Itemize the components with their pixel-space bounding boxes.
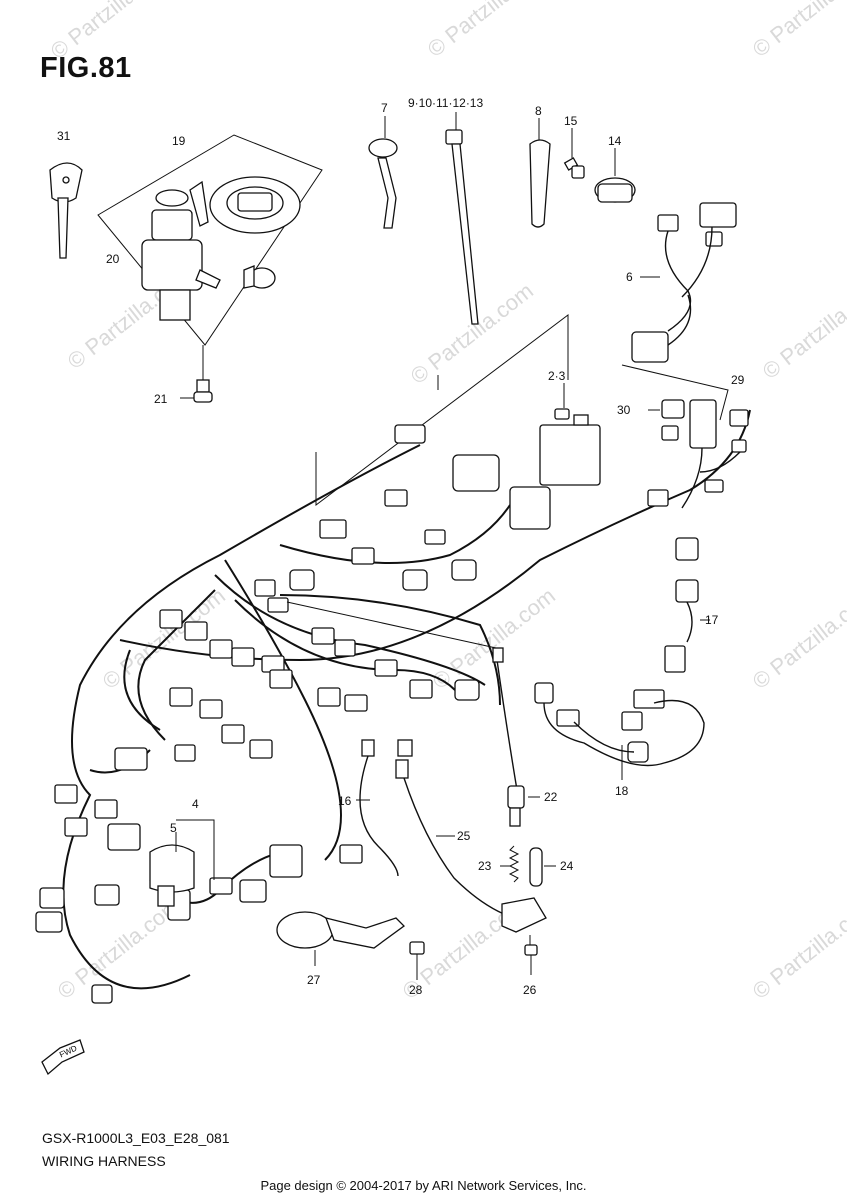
watermark-repeat: © Partzilla.com [423,0,555,62]
callout-4: 4 [192,797,199,811]
callout-20: 20 [106,252,120,266]
spring-23 [500,845,520,883]
bolt-15 [563,128,585,179]
clamp-14 [594,148,636,203]
seat-lock [243,265,276,289]
callout-8: 8 [535,104,542,118]
callout-18: 18 [615,784,629,798]
callout-24: 24 [560,859,574,873]
watermark-repeat: © Partzilla.com [53,893,185,1004]
harness-25 [395,739,515,919]
ignition-cylinder-20 [141,180,221,321]
watermark-repeat: © Partzilla.com [428,583,560,694]
sub-harness-18 [534,682,705,780]
fuse-2-3 [554,383,570,420]
watermark-repeat: © Partzilla.com [748,893,847,1004]
callout-27: 27 [307,973,321,987]
callout-6: 6 [626,270,633,284]
callout-29: 29 [731,373,745,387]
callout-21: 21 [154,392,168,406]
sub-harness-17 [664,579,710,673]
callout-23: 23 [478,859,492,873]
sub-harness-6 [631,202,737,363]
callout-14: 14 [608,134,622,148]
model-code: GSX-R1000L3_E03_E28_081 [42,1130,230,1146]
callout-15: 15 [564,114,578,128]
cable-tie-9-13 [445,112,479,325]
callout-31: 31 [57,129,71,143]
bolt-21 [180,345,213,403]
connector-29 [681,399,749,509]
clamp-7 [368,116,398,229]
bolt-28 [409,941,425,980]
fwd-arrow-icon: FWD [41,1039,85,1076]
footer-copyright: Page design © 2004-2017 by ARI Network S… [260,1178,587,1193]
callouts: 31 19 20 21 7 9·10·11·12·13 8 15 14 6 2·… [57,96,745,997]
connector-30 [648,399,685,441]
watermark-repeat: © Partzilla.com [748,0,847,62]
fuel-cap [209,176,301,234]
main-wiring-harness [35,409,751,1004]
figure-name: WIRING HARNESS [42,1153,166,1169]
watermark-repeat: © Partzilla.com [46,0,178,64]
callout-5: 5 [170,821,177,835]
switch-26 [501,897,547,975]
callout-9-13: 9·10·11·12·13 [408,96,483,110]
callout-26: 26 [523,983,537,997]
watermark-repeat: © Partzilla.com [98,583,230,694]
leader-frame [315,313,569,507]
cover-5 [149,832,195,907]
sensor-22 [286,601,540,827]
callout-22: 22 [544,790,558,804]
sleeve-24 [529,847,556,887]
callout-28: 28 [409,983,423,997]
ignition-switch-set-19 [49,134,323,346]
key-31 [49,162,83,259]
callout-17: 17 [705,613,719,627]
leader-4 [176,819,215,880]
callout-2-3: 2·3 [548,369,566,383]
callout-7: 7 [381,101,388,115]
watermark-repeat: © Partzilla.com [748,583,847,694]
watermark-repeat: © Partzilla.com [758,273,847,384]
callout-19: 19 [172,134,186,148]
harness-16 [356,739,399,877]
bracket-27 [276,911,405,966]
figure-title: FIG.81 [40,52,132,84]
callout-30: 30 [617,403,631,417]
clamp-8 [529,118,551,228]
callout-25: 25 [457,829,471,843]
callout-16: 16 [338,794,352,808]
